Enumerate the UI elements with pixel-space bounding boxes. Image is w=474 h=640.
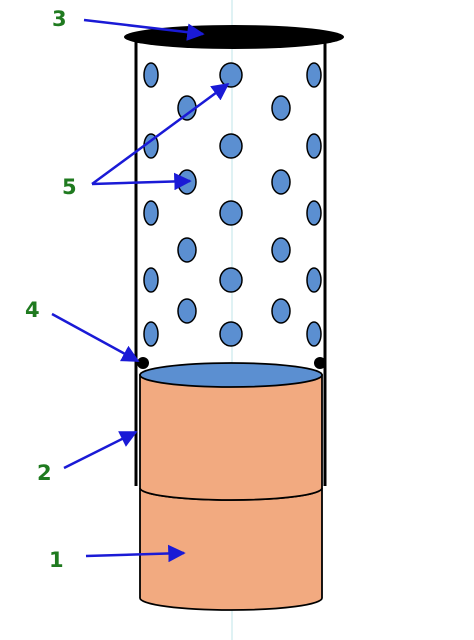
- perforation-hole: [219, 321, 243, 347]
- perforation-hole: [271, 95, 291, 121]
- perforation-hole: [219, 267, 243, 293]
- label-4: 4: [25, 298, 40, 322]
- arrow-4: [51, 312, 140, 363]
- perforation-hole: [143, 267, 159, 293]
- bottom-pot: [139, 487, 323, 611]
- upper-pot-body: [139, 374, 323, 501]
- perforation-hole: [271, 169, 291, 195]
- perforated-tube: [134, 40, 327, 486]
- label-3: 3: [52, 7, 67, 31]
- label-1: 1: [49, 548, 64, 572]
- left-joint-ring: [137, 357, 149, 369]
- arrow-3: [83, 18, 205, 41]
- perforation-hole: [177, 237, 197, 263]
- perforation-hole: [271, 237, 291, 263]
- perforation-hole: [271, 298, 291, 324]
- perforation-hole: [306, 62, 322, 88]
- label-2: 2: [37, 461, 52, 485]
- upper-pot: [139, 362, 323, 501]
- label-5: 5: [62, 175, 77, 199]
- bottom-pot-body: [139, 487, 323, 611]
- arrow-2: [63, 430, 138, 470]
- perforation-hole: [306, 133, 322, 159]
- perforation-hole: [219, 133, 243, 159]
- arrow-5b: [91, 172, 192, 191]
- perforation-hole: [306, 267, 322, 293]
- callout-arrows: [51, 18, 230, 563]
- perforation-hole: [143, 200, 159, 226]
- perforation-hole: [177, 298, 197, 324]
- perforation-hole: [143, 321, 159, 347]
- arrow-1: [85, 544, 186, 563]
- perforation-hole: [219, 62, 243, 88]
- water-surface: [139, 362, 323, 388]
- arrow-5a: [91, 82, 230, 186]
- right-joint-ring: [314, 357, 326, 369]
- callout-labels: 3 5 4 2 1: [25, 7, 77, 572]
- perforation-hole: [143, 62, 159, 88]
- perforation-holes: [143, 62, 322, 347]
- perforation-hole: [306, 321, 322, 347]
- perforation-hole: [306, 200, 322, 226]
- perforation-hole: [219, 200, 243, 226]
